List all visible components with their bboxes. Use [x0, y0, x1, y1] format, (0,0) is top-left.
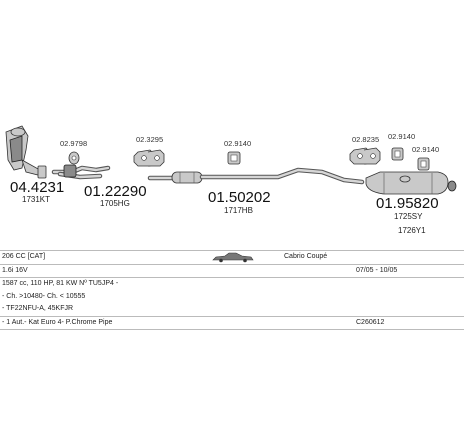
info-row-spec-2: - Ch. >10480- Ch. < 10555	[0, 291, 464, 304]
hanger-1	[227, 151, 241, 165]
engine-codes: - TF22NFU-A, 45KFJR	[2, 305, 74, 312]
front-pipe	[51, 164, 111, 180]
part-number-clamp-1: 02.9798	[60, 139, 87, 148]
clamp-1	[68, 151, 80, 165]
hanger-3	[417, 157, 430, 171]
part-number-rear-silencer: 01.95820	[376, 195, 439, 212]
fitment-note: - 1 Aut.- Kat Euro 4- P.Chrome Pipe	[2, 318, 113, 326]
part-number-hanger-3: 02.9140	[412, 145, 439, 154]
info-row-spec-3: - TF22NFU-A, 45KFJR	[0, 303, 464, 316]
part-number-cat: 04.4231	[10, 179, 64, 196]
part-number-hanger-2: 02.9140	[388, 132, 415, 141]
part-code-rear-silencer-1: 1725SY	[394, 212, 423, 221]
part-code-middle-silencer: 1717HB	[224, 206, 253, 215]
vehicle-model: 206 CC [CAT]	[2, 253, 46, 260]
part-number-hanger-1: 02.9140	[224, 139, 251, 148]
catalytic-converter	[5, 125, 47, 179]
info-row-spec-1: 1587 cc, 110 HP, 81 KW Nº TU5JP4 -	[0, 277, 464, 291]
engine-spec: 1587 cc, 110 HP, 81 KW Nº TU5JP4 -	[2, 280, 119, 287]
clamp-2	[133, 149, 165, 167]
rear-silencer	[365, 171, 457, 195]
reference-code: C260612	[356, 318, 385, 326]
info-row-engine: 1.6i 16V 07/05 - 10/05	[0, 263, 464, 278]
part-number-front-pipe: 01.22290	[84, 183, 147, 200]
info-row-note: - 1 Aut.- Kat Euro 4- P.Chrome Pipe C260…	[0, 315, 464, 330]
part-number-middle-silencer: 01.50202	[208, 189, 271, 206]
info-row-model: 206 CC [CAT] Cabrio Coupé	[0, 250, 464, 264]
part-code-rear-silencer-2: 1726Y1	[398, 226, 426, 235]
part-number-clamp-3: 02.8235	[352, 135, 379, 144]
vehicle-info-table: 206 CC [CAT] Cabrio Coupé 1.6i 16V 07/05…	[0, 250, 464, 330]
middle-silencer	[147, 167, 365, 185]
part-number-clamp-2: 02.3295	[136, 135, 163, 144]
hanger-2	[391, 147, 404, 161]
car-silhouette-icon	[212, 251, 254, 268]
production-dates: 07/05 - 10/05	[356, 266, 398, 274]
engine: 1.6i 16V	[2, 266, 28, 274]
chassis-range: - Ch. >10480- Ch. < 10555	[2, 292, 86, 300]
clamp-3	[349, 147, 381, 165]
part-code-front-pipe: 1705HG	[100, 199, 130, 208]
body-type: Cabrio Coupé	[284, 253, 328, 260]
part-code-cat: 1731KT	[22, 195, 50, 204]
